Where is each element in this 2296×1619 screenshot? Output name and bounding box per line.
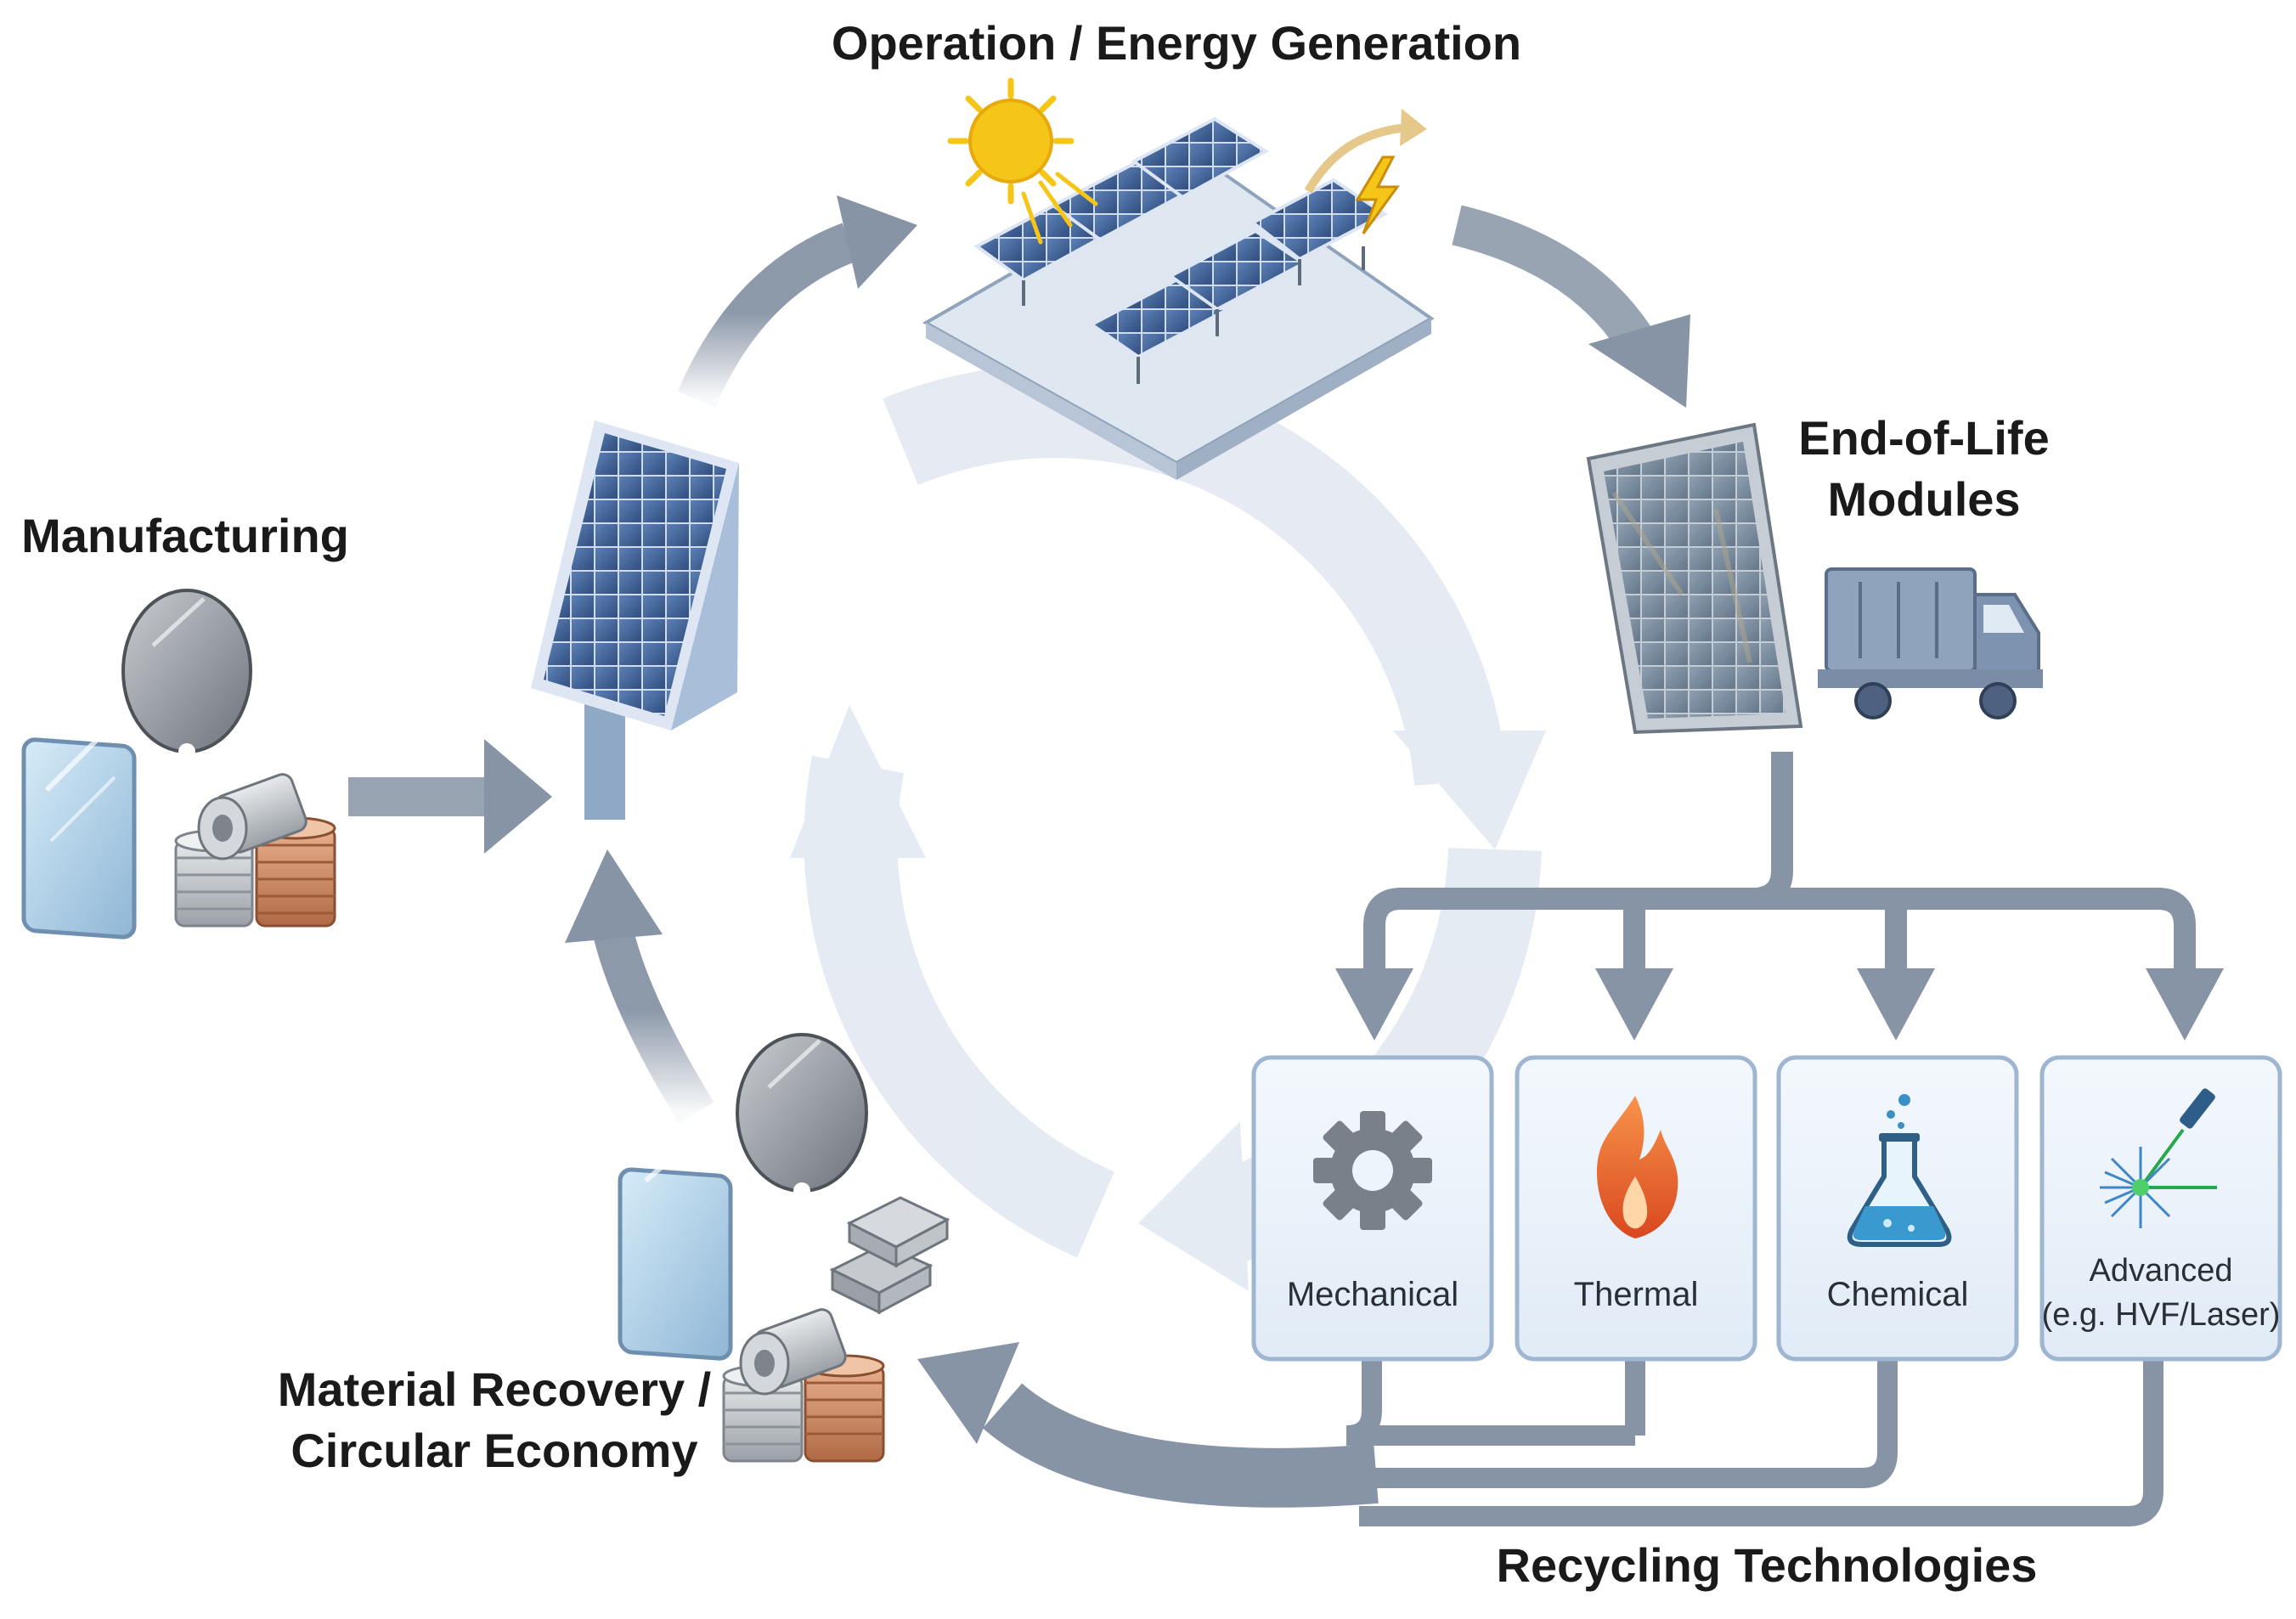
stage-label-operation: Operation / Energy Generation [832,16,1521,70]
method-label-mechanical: Mechanical [1287,1276,1458,1313]
arrow-manufacturing-to-panel [348,739,552,854]
stage-label-manufacturing: Manufacturing [21,509,349,562]
recycling-branch-pipes [1363,752,2196,977]
silver-ingots-icon [829,1196,951,1315]
recycling-return-pipes [1345,1359,2163,1526]
arrowhead-chemical [1857,968,1935,1041]
return-advanced [2127,1359,2163,1526]
solar-array-illustration [922,116,1435,480]
return-mechanical [1345,1359,1382,1446]
recovered-materials-illustration [618,1033,951,1463]
gear-icon [1313,1111,1432,1230]
energy-bolt-icon [1304,109,1427,234]
cycle-arrows [348,195,1690,1124]
arrowhead-mechanical [1335,968,1413,1041]
silicon-wafer-icon [121,589,252,760]
recovered-glass-icon [618,1127,733,1361]
central-arc-right-head [1393,731,1546,849]
central-arc-left-head [790,705,926,858]
laser-icon [2100,1088,2217,1228]
method-card-chemical[interactable]: Chemical [1776,1055,2019,1362]
pipe-right-corner [2157,888,2196,977]
stage-label-recycling: Recycling Technologies [1497,1538,2038,1592]
recycling-branch-arrowheads [1335,968,2224,1041]
flask-icon [1847,1094,1952,1247]
arrowhead-advanced [2146,968,2224,1041]
central-arc-right [883,364,1508,787]
method-card-thermal[interactable]: Thermal [1515,1055,1757,1362]
method-label-thermal: Thermal [1574,1276,1699,1313]
return-main-arrow [917,1342,1379,1508]
flame-icon [1597,1096,1678,1238]
arrow-recovery-to-panel [565,849,714,1124]
method-card-mechanical[interactable]: Mechanical [1251,1055,1494,1362]
central-arc-bottom-head [1138,1121,1249,1291]
method-label-advanced: Advanced [2089,1253,2232,1289]
method-card-advanced[interactable]: Advanced (e.g. HVF/Laser) [2039,1055,2282,1362]
pipe-trunk [1754,752,1793,910]
truck-icon [1818,567,2043,719]
manufacturing-materials-illustration [21,589,336,939]
stage-label-end-of-life: End-of-Life [1798,411,2049,465]
arrow-panel-to-operation [677,195,917,408]
metal-roll-icon [197,773,307,860]
recovered-metal-roll-icon [739,1308,847,1396]
arrowhead-thermal [1595,968,1673,1041]
recycling-methods: Mechanical Thermal Chemica [1251,1055,2282,1362]
return-chemical [1861,1359,1898,1488]
pipe-left-corner [1363,888,1402,977]
stage-label-recovery: Material Recovery / [278,1362,712,1416]
recovered-wafer-icon [736,1033,868,1199]
sun-icon [947,77,1098,245]
stage-label-recovery-line2: Circular Economy [291,1424,697,1477]
method-label-advanced-example: (e.g. HVF/Laser) [2042,1297,2281,1333]
method-label-chemical: Chemical [1827,1276,1969,1313]
new-solar-panel-illustration [531,420,739,820]
glass-sheet-icon [21,736,137,939]
end-of-life-module-illustration [1586,422,1803,735]
stage-label-end-of-life-line2: Modules [1827,472,2020,526]
arrow-operation-to-endoflife [1452,205,1690,408]
